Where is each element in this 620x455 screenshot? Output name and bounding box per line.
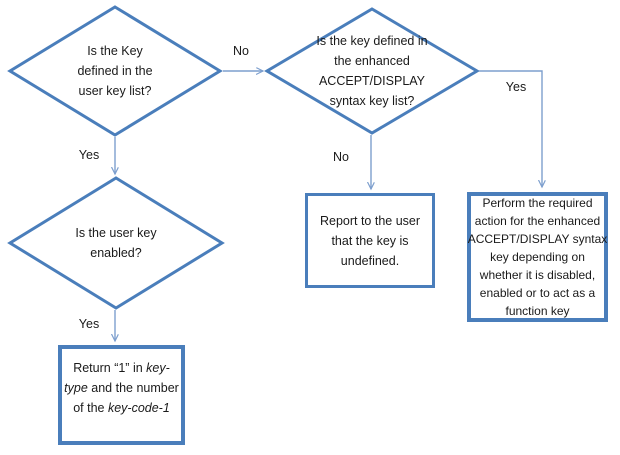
text-segment: of the [73, 401, 108, 415]
process-return-key-type-label: Return “1” in key- type and the number o… [64, 358, 179, 418]
text-line: enabled or to act as a [479, 286, 596, 300]
text-line: defined in the [77, 64, 153, 78]
process-report-undefined-box: Report to the user that the key is undef… [305, 193, 435, 288]
text-line: Return “1” in key- [64, 358, 179, 378]
process-report-undefined-label: Report to the user that the key is undef… [320, 211, 420, 271]
text-line: of the key-code-1 [64, 398, 179, 418]
edge-label-yes-user-list: Yes [78, 148, 100, 162]
text-line: action for the enhanced [474, 214, 601, 228]
text-line: undefined. [340, 253, 400, 268]
decision-user-key-enabled-shape [7, 176, 225, 310]
text-line: ACCEPT/DISPLAY [318, 74, 426, 88]
process-perform-enhanced-action-box: Perform the required action for the enha… [467, 192, 608, 322]
text-line: function key [505, 304, 570, 318]
edge-label-no-user-list: No [233, 44, 249, 58]
text-line: Is the Key [87, 44, 143, 58]
text-segment: Return “1” in [73, 361, 147, 375]
text-line: enabled? [90, 246, 142, 260]
decision-key-in-enhanced-list-shape [264, 7, 480, 135]
connector-yes-to-perform-box [479, 70, 542, 187]
text-line: syntax key list? [329, 94, 415, 108]
edge-label-yes-enhanced-list: Yes [505, 80, 527, 94]
text-line: ACCEPT/DISPLAY syntax [467, 232, 608, 246]
text-segment: key-code-1 [107, 401, 170, 415]
text-line: Is the key defined in [316, 34, 428, 48]
text-line: Perform the required [482, 196, 593, 210]
edge-label-yes-enabled: Yes [78, 317, 100, 331]
text-line: key depending on [490, 250, 585, 264]
decision-key-in-user-list-shape [7, 5, 223, 137]
text-line: the enhanced [334, 54, 410, 68]
text-line: Is the user key [75, 226, 157, 240]
text-line: Report to the user [319, 213, 421, 228]
text-segment: type [64, 381, 88, 395]
text-line: user key list? [78, 84, 152, 98]
process-return-key-type-box: Return “1” in key- type and the number o… [58, 345, 185, 445]
text-segment: key- [146, 361, 170, 375]
text-line: whether it is disabled, [479, 268, 596, 282]
process-perform-enhanced-action-label: Perform the required action for the enha… [468, 194, 608, 320]
edge-label-no-enhanced-list: No [333, 150, 349, 164]
decision-user-key-enabled-label: Is the user key enabled? [36, 223, 196, 263]
text-line: that the key is [331, 233, 409, 248]
decision-key-in-user-list-label: Is the Key defined in the user key list? [35, 41, 195, 101]
text-segment: and the number [87, 381, 179, 395]
decision-key-in-enhanced-list-label: Is the key defined in the enhanced ACCEP… [287, 31, 457, 111]
text-line: type and the number [64, 378, 179, 398]
